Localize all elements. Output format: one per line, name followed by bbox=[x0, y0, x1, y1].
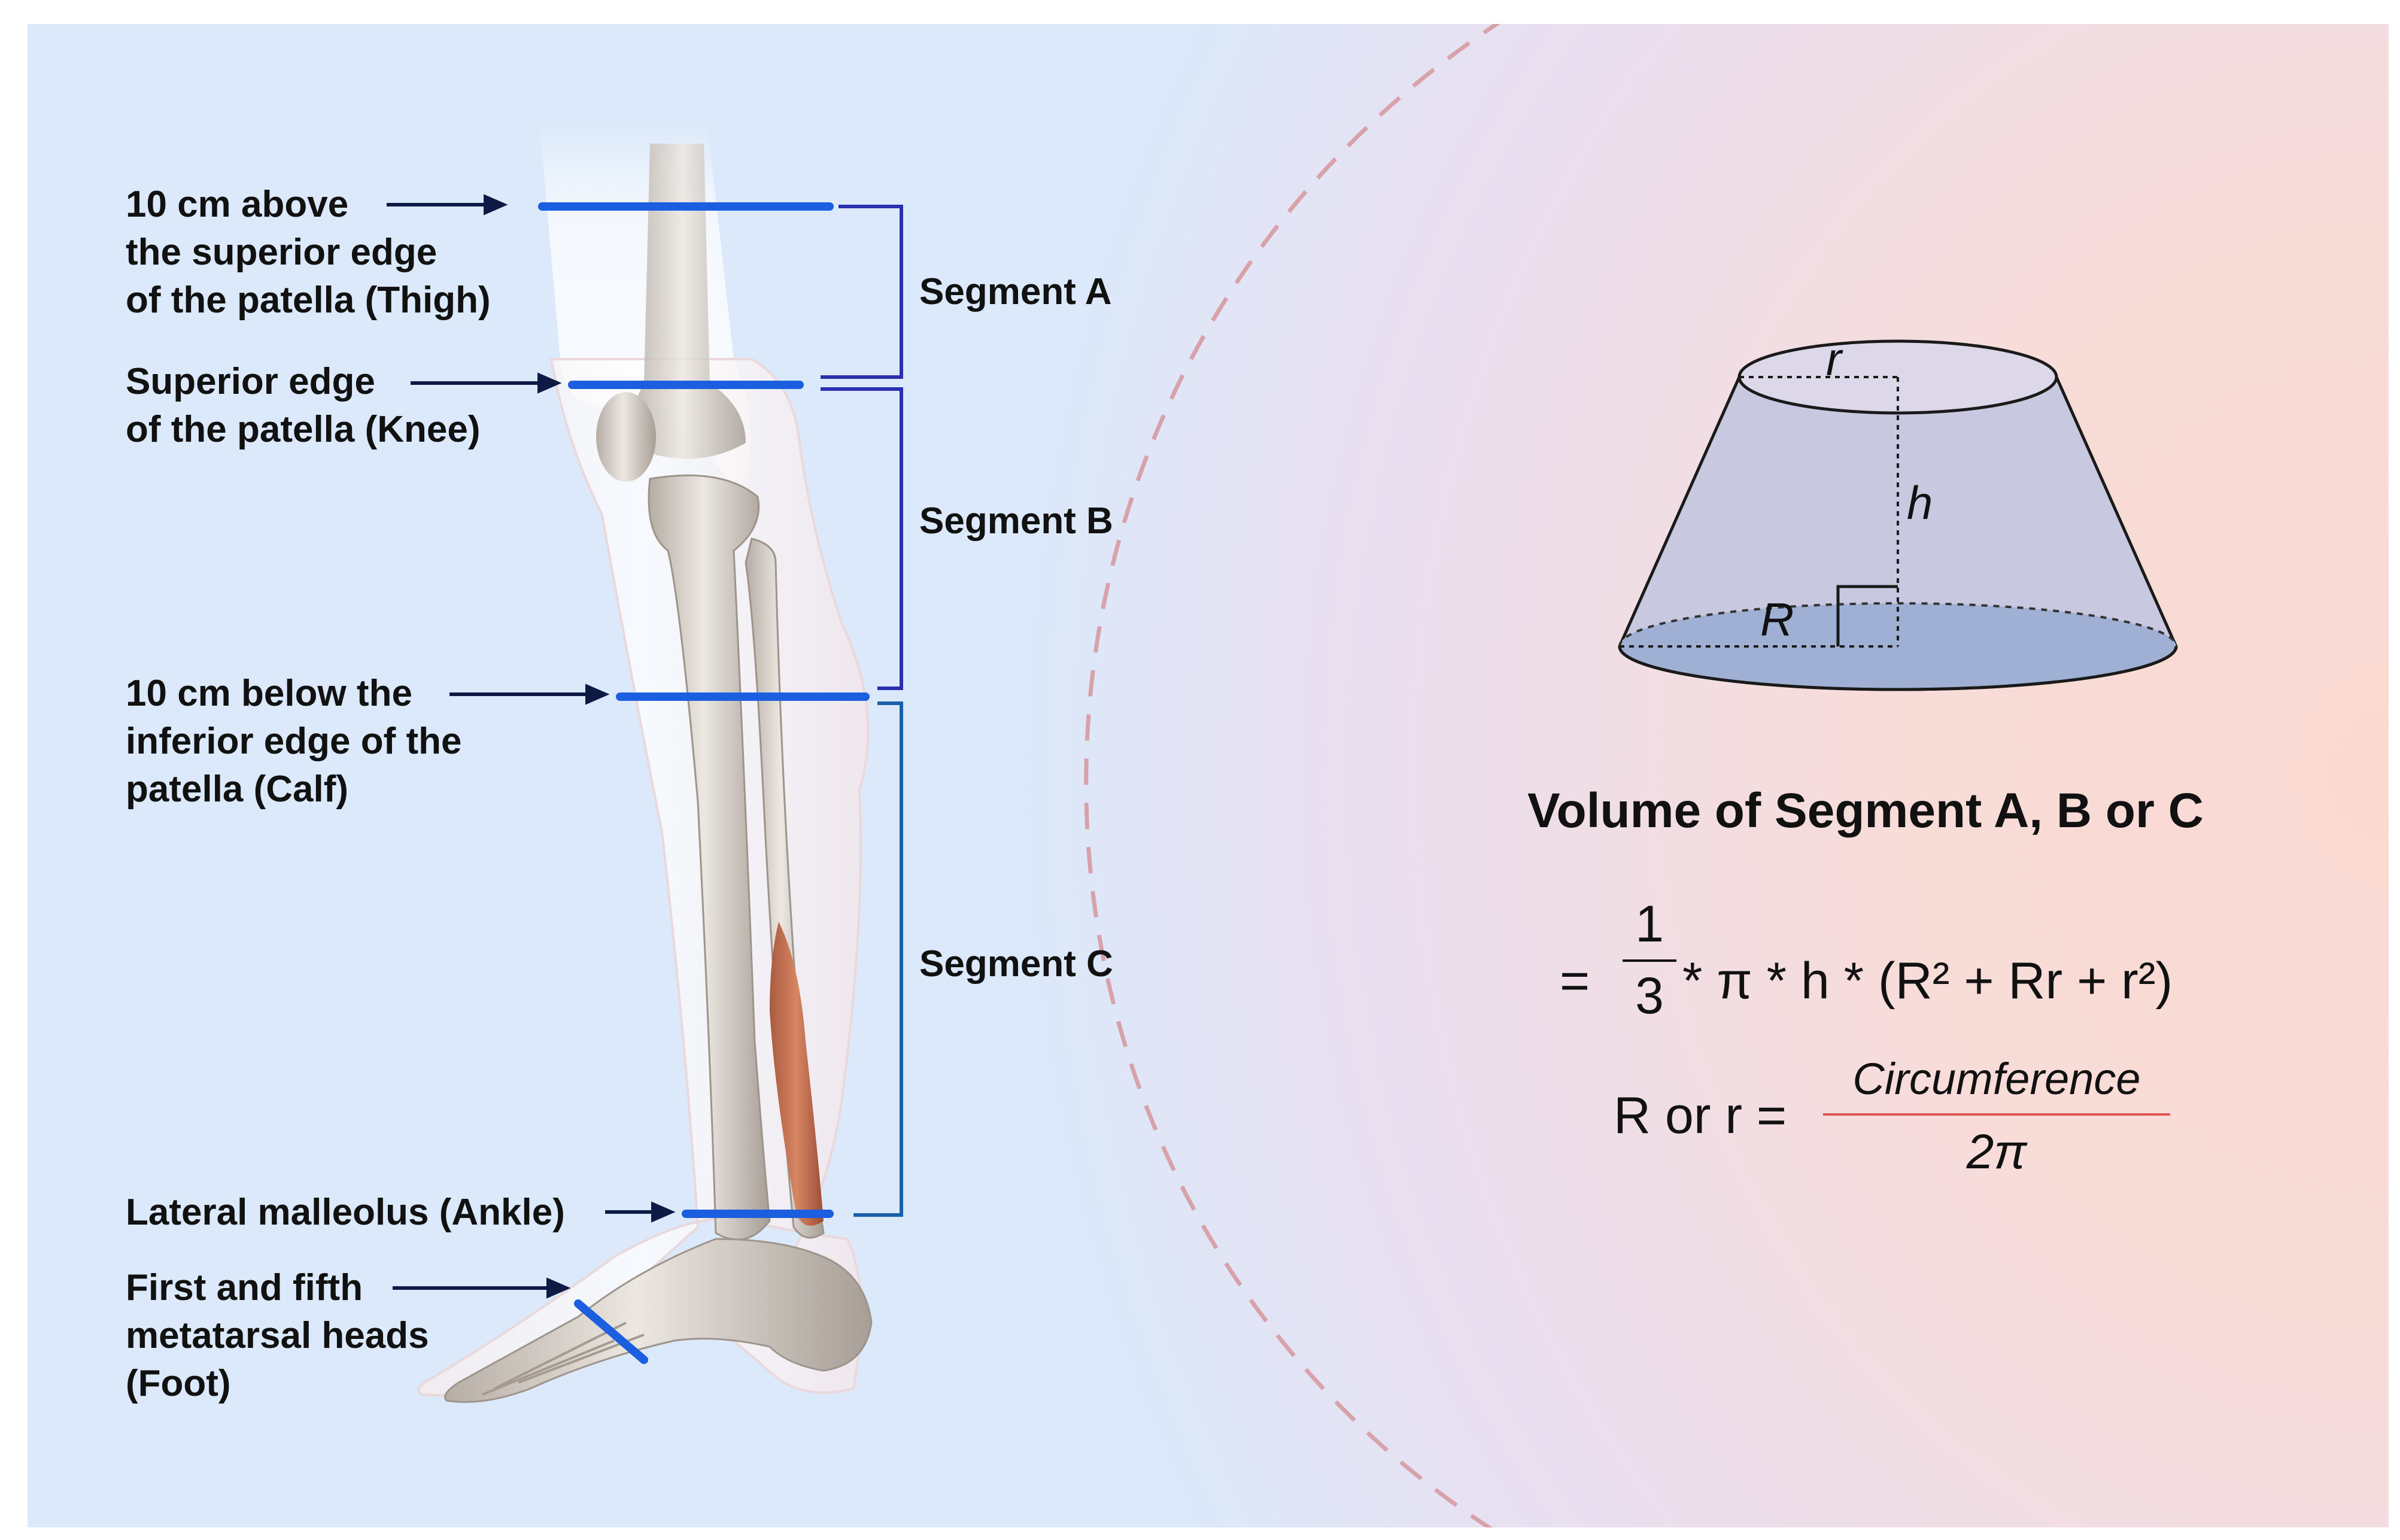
segment-a-label: Segment A bbox=[919, 271, 1112, 312]
foot-line bbox=[574, 1299, 648, 1364]
label-calf: 10 cm below the inferior edge of the pat… bbox=[126, 670, 461, 813]
divider-arc bbox=[1084, 24, 1501, 1527]
frac-one-third-den: 3 bbox=[1635, 967, 1664, 1025]
femur-bone bbox=[631, 144, 746, 459]
leg-illustration bbox=[417, 120, 873, 1403]
volume-formula-body: * π * h * (R² + Rr + r²) bbox=[1682, 952, 2173, 1011]
peroneus-muscle bbox=[770, 922, 824, 1226]
label-foot-line1: First and fifth bbox=[126, 1267, 363, 1308]
segment-b-label: Segment B bbox=[919, 500, 1113, 542]
label-arrows bbox=[387, 194, 676, 1299]
label-thigh-line2: the superior edge bbox=[126, 232, 438, 273]
frac-one-third-num: 1 bbox=[1635, 895, 1664, 953]
label-ankle: Lateral malleolus (Ankle) bbox=[126, 1192, 565, 1233]
frustum-R-label: R bbox=[1760, 593, 1794, 646]
right-angle-mark bbox=[1836, 585, 1898, 646]
diagram-graphics bbox=[387, 24, 2178, 1527]
frustum-base-back bbox=[1618, 602, 2177, 647]
label-thigh-line3: of the patella (Thigh) bbox=[126, 280, 491, 321]
frustum-r-label: r bbox=[1826, 333, 1842, 385]
label-calf-line2: inferior edge of the bbox=[126, 721, 462, 762]
tibia-bone bbox=[648, 474, 771, 1241]
bracket-segment-a bbox=[821, 205, 903, 379]
volume-equals: = bbox=[1560, 952, 1590, 1010]
measurement-lines bbox=[538, 202, 870, 1364]
label-thigh-line1: 10 cm above bbox=[126, 184, 349, 225]
label-calf-line3: patella (Calf) bbox=[126, 769, 349, 810]
segment-c-label: Segment C bbox=[919, 943, 1113, 985]
fibula-bone bbox=[745, 537, 825, 1239]
volume-title: Volume of Segment A, B or C bbox=[1527, 783, 2204, 838]
radius-lhs: R or r = bbox=[1614, 1087, 1787, 1144]
bracket-segment-b bbox=[821, 387, 903, 690]
diagram-canvas: 10 cm above the superior edge of the pat… bbox=[28, 24, 2389, 1527]
label-thigh: 10 cm above the superior edge of the pat… bbox=[126, 181, 491, 324]
radius-numerator: Circumference bbox=[1852, 1054, 2141, 1104]
bracket-segment-c bbox=[853, 701, 903, 1217]
frustum-base-front bbox=[1618, 646, 2178, 691]
radius-denominator: 2π bbox=[1966, 1125, 2027, 1179]
label-calf-line1: 10 cm below the bbox=[126, 673, 412, 714]
frustum-figure bbox=[1618, 339, 2178, 691]
frustum-h-label: h bbox=[1907, 476, 1933, 529]
label-knee-line2: of the patella (Knee) bbox=[126, 409, 481, 450]
label-foot-line3: (Foot) bbox=[126, 1363, 231, 1404]
label-foot-line2: metatarsal heads bbox=[126, 1315, 429, 1356]
leg-skin bbox=[417, 358, 870, 1397]
label-knee: Superior edge of the patella (Knee) bbox=[126, 358, 481, 454]
label-foot: First and fifth metatarsal heads (Foot) bbox=[126, 1264, 429, 1408]
volume-formula-text: * π * h * (R² + Rr + r²) bbox=[1682, 952, 2173, 1010]
label-knee-line1: Superior edge bbox=[126, 361, 375, 402]
patella-bone bbox=[596, 392, 656, 482]
